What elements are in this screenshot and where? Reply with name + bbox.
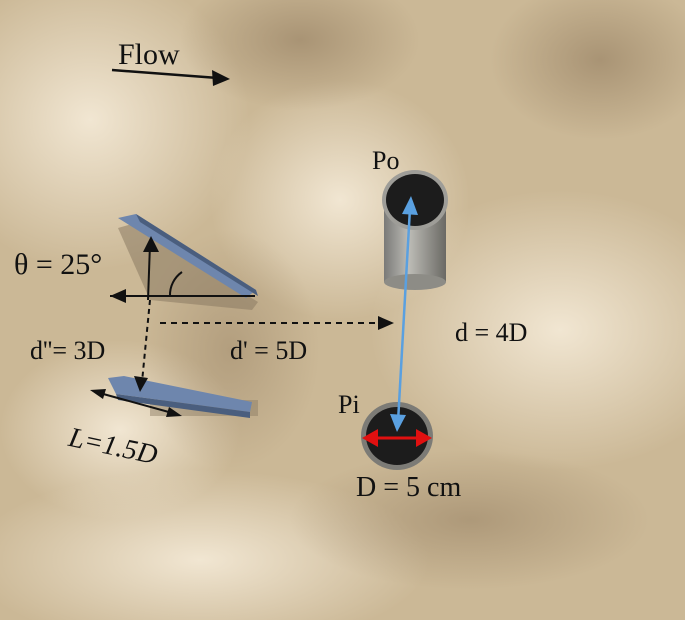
dpp-dimension [141, 299, 151, 383]
pile-pi [361, 402, 433, 470]
spacing-arrow [396, 207, 412, 423]
flow-label: Flow [118, 38, 180, 71]
dpp-label: d''= 3D [30, 336, 106, 365]
dp-label: d' = 5D [230, 336, 308, 365]
spacing-label: d = 4D [455, 318, 528, 347]
diameter-label: D = 5 cm [356, 472, 462, 503]
length-dimension [95, 391, 177, 415]
angle-label: θ = 25° [14, 248, 103, 281]
angle-arc [168, 271, 183, 297]
flow-arrow [111, 68, 219, 80]
po-label: Po [372, 146, 400, 175]
pi-label: Pi [338, 390, 360, 419]
pile-po [382, 170, 448, 290]
